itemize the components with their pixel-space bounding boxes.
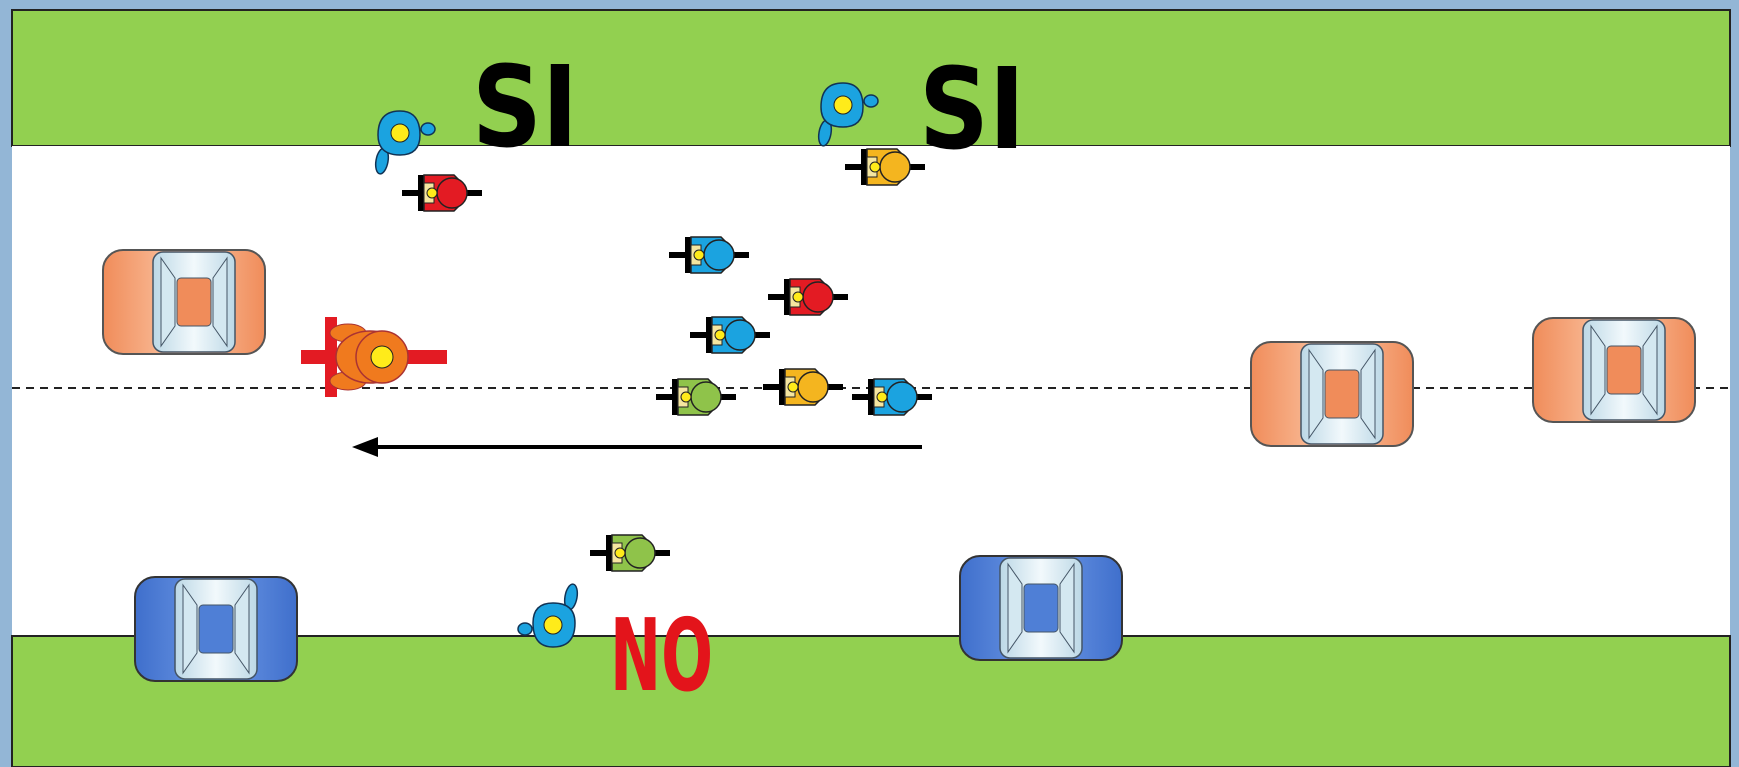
label-si-left: SI <box>472 43 578 173</box>
cyclist-icon <box>669 236 749 274</box>
car-icon <box>1532 317 1696 423</box>
car-icon <box>134 576 298 682</box>
cyclist-icon <box>852 378 932 416</box>
direction-arrow <box>352 437 922 457</box>
cyclist-icon <box>690 316 770 354</box>
cyclist-icon <box>402 174 482 212</box>
cyclist-icon <box>763 368 843 406</box>
label-si-right: SI <box>919 45 1025 175</box>
bottom-grass-verge <box>11 635 1731 767</box>
cyclist-icon <box>768 278 848 316</box>
cyclist-icon <box>656 378 736 416</box>
cyclist-icon <box>590 534 670 572</box>
top-grass-verge <box>11 9 1731 147</box>
pedestrian-icon <box>374 110 436 175</box>
car-icon <box>1250 341 1414 447</box>
label-no-bottom: NO <box>610 597 713 714</box>
car-icon <box>102 249 266 355</box>
pedestrian-icon <box>817 82 879 147</box>
car-icon <box>959 555 1123 661</box>
cyclist-icon <box>845 148 925 186</box>
pedestrian-icon <box>517 583 579 648</box>
group-leader-cyclist-icon <box>301 317 447 397</box>
